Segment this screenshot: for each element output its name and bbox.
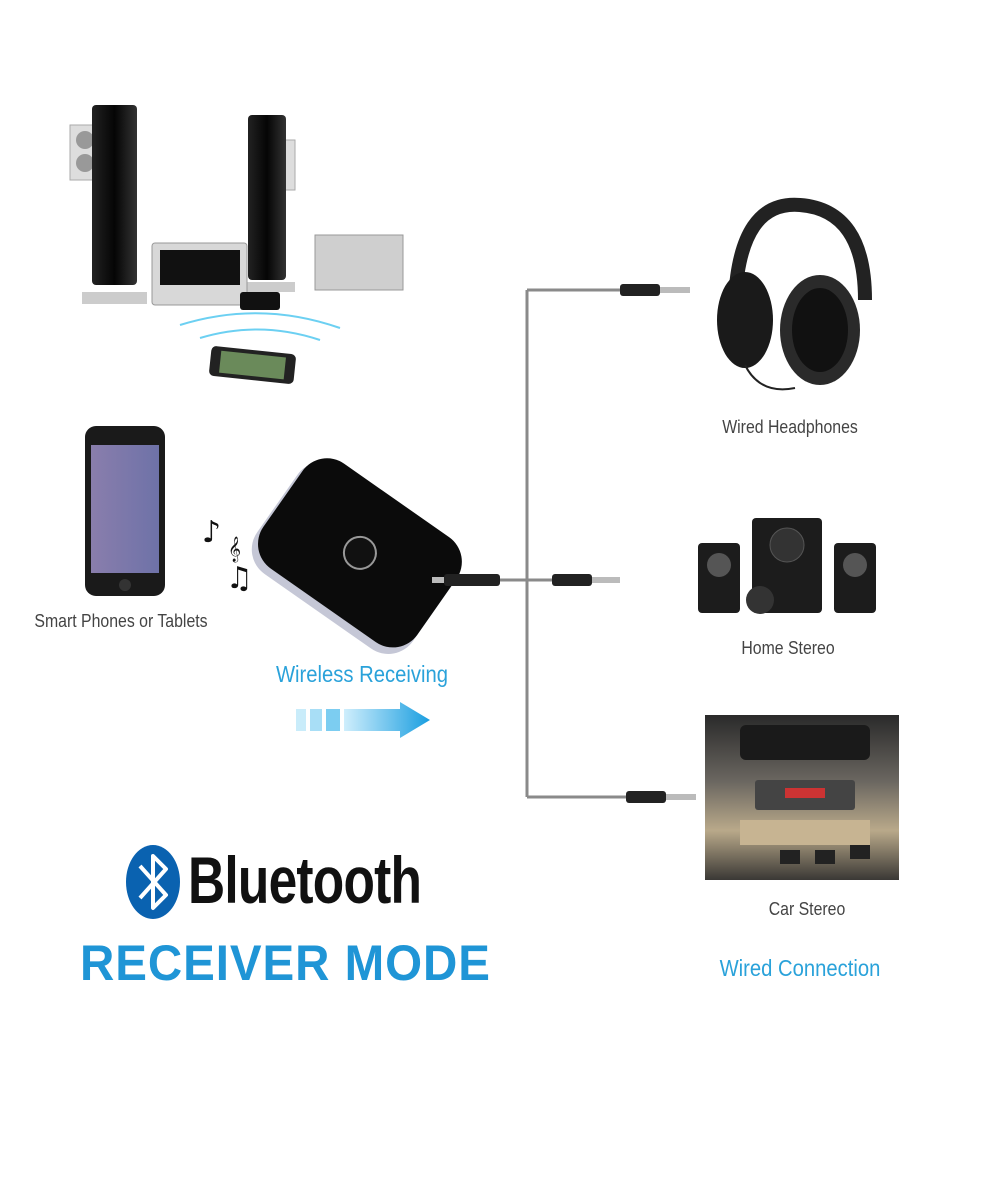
home-stereo-speakers-image	[698, 518, 876, 614]
audio-cable-lines	[500, 288, 626, 799]
car-stereo-image	[705, 715, 899, 880]
bluetooth-wordmark: Bluetooth	[188, 843, 422, 917]
bluetooth-logo-icon	[126, 845, 180, 919]
label-wired-connection: Wired Connection	[719, 955, 881, 981]
music-notes-icon: ♪ 𝄞♫	[202, 515, 253, 596]
aux-jack-icons	[432, 284, 696, 803]
hifi-system-image	[69, 105, 404, 384]
receiver-mode-title: RECEIVER MODE	[80, 935, 491, 991]
label-car-stereo: Car Stereo	[768, 899, 846, 919]
svg-text:𝄞: 𝄞	[228, 536, 241, 562]
svg-text:♪: ♪	[202, 515, 221, 550]
label-wireless-receiving: Wireless Receiving	[275, 661, 449, 687]
label-home-stereo: Home Stereo	[741, 638, 835, 658]
label-smart-phones: Smart Phones or Tablets	[34, 611, 208, 631]
smartphone-image	[85, 426, 165, 596]
svg-text:♫: ♫	[226, 561, 253, 596]
headphones-image	[717, 197, 872, 391]
bluetooth-receiver-device	[251, 458, 462, 654]
wireless-arrow-icon	[296, 702, 430, 738]
label-wired-headphones: Wired Headphones	[722, 417, 858, 437]
